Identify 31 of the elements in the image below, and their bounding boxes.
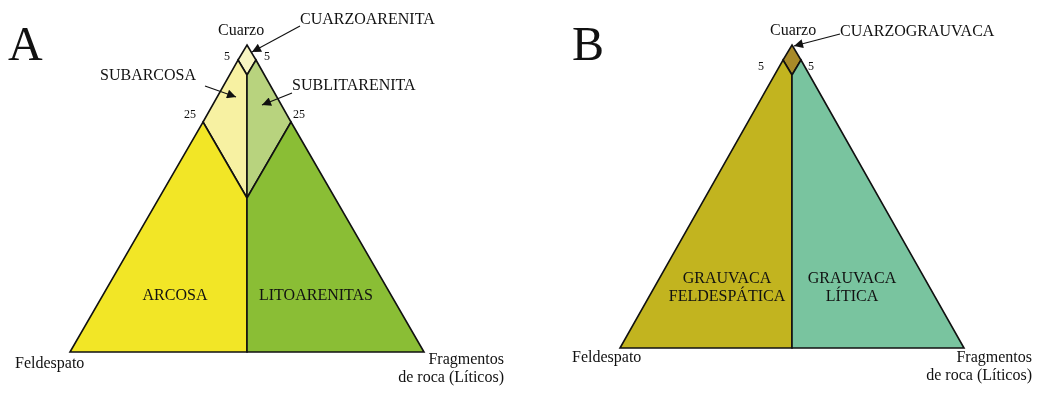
classification-field (620, 60, 792, 348)
vertex-label: Fragmentos de roca (Líticos) (925, 348, 1032, 384)
classification-field (247, 122, 424, 352)
panel-letter: A (8, 18, 43, 71)
tick-label: 5 (808, 60, 814, 74)
tick-label: 5 (264, 50, 270, 64)
vertex-label: Fragmentos de roca (Líticos) (397, 350, 504, 386)
classification-field (247, 60, 291, 198)
vertex-label: Cuarzo (218, 21, 265, 39)
callout-label: SUBLITARENITA (292, 76, 416, 94)
field-label: GRAUVACA FELDESPÁTICA (667, 268, 787, 306)
field-label: GRAUVACA LÍTICA (806, 268, 898, 306)
panel-letter: B (572, 18, 604, 71)
tick-label: 5 (758, 60, 764, 74)
callout-label: CUARZOGRAUVACA (840, 22, 995, 40)
field-label: ARCOSA (141, 285, 209, 305)
field-label: LITOARENITAS (258, 285, 374, 305)
callout-label: CUARZOARENITA (300, 10, 435, 28)
tick-label: 25 (184, 108, 196, 122)
tick-label: 25 (293, 108, 305, 122)
vertex-label: Cuarzo (770, 21, 817, 39)
vertex-label: Feldespato (572, 348, 642, 366)
leader-arrow (204, 85, 237, 99)
classification-field (792, 60, 964, 348)
leader-arrow (251, 25, 301, 53)
classification-field (70, 122, 247, 352)
tick-label: 5 (224, 50, 230, 64)
leader-arrow (261, 92, 293, 106)
leader-arrow (793, 33, 841, 49)
callout-label: SUBARCOSA (100, 66, 197, 84)
vertex-label: Feldespato (15, 354, 85, 372)
